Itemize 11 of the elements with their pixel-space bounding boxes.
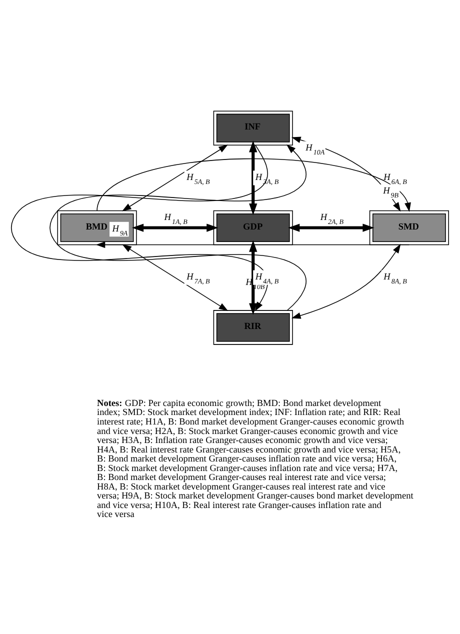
edge-label: H$_{6A, B}$ [384, 172, 407, 186]
edge-label: H$_{8A, B}$ [384, 272, 407, 286]
edge-label: H$_{9B}$ [383, 186, 399, 200]
edge-label: H$_{1A, B}$ [164, 213, 188, 226]
edge-label: H$_{10A}$ [306, 144, 325, 157]
label: Notes: GDP: Per capita economic growth; BMD: Bond market development index; SMD: Stock market development index; INF: Inflation rate; and RIR: Real interest rate; H1A, B: Bond market development Granger-causes economic growth and vice versa; H2A, B: Stock market Granger-causes economic growth and vice versa; H3A, B: Inflation rate Granger-causes economic growth and vice versa; H4A, B: Real interest rate Granger-causes economic growth and vice versa; H5A, B: Bond market development Granger-causes inflation rate and vice versa; H6A, B: Stock market development Granger-causes inflation rate and vice versa; H7A, B: Bond market development Granger-causes real interest rate and vice versa; H8A, B: Stock market development Granger-causes real interest rate and vice versa; H9A, B: Stock market development Granger-causes bond market development and vice versa; H10A, B: Real interest rate Granger-causes inflation rate and vice versa [97, 398, 414, 520]
edge-label: H$_{9A}$ [112, 224, 128, 238]
edge-label: H$_{5A, B}$ [186, 172, 210, 186]
edge-label: H$_{7A, B}$ [186, 272, 210, 286]
edge-label: H$_{2A, B}$ [320, 213, 344, 226]
edge-label: H$_{4A, B}$ [255, 272, 279, 286]
